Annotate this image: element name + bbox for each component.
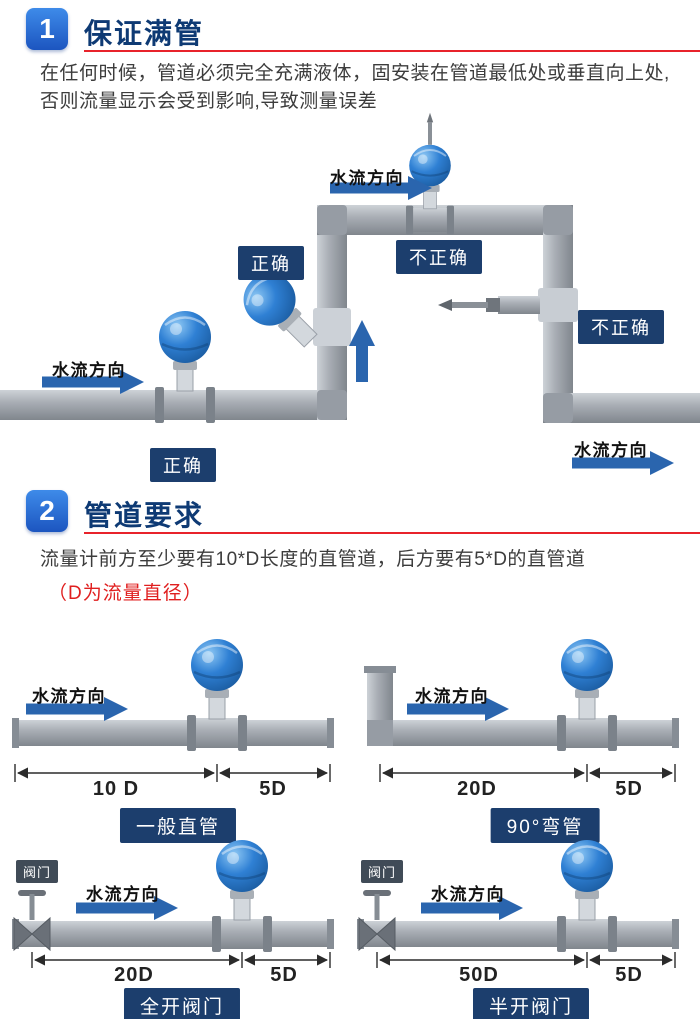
section2-underline bbox=[84, 532, 700, 534]
diagram-caption: 90°弯管 bbox=[490, 808, 600, 843]
status-tag-correct-angled: 正确 bbox=[238, 246, 304, 280]
flow-direction-label: 水流方向 bbox=[415, 687, 489, 706]
pipe bbox=[357, 919, 679, 949]
upstream-length-label: 20D bbox=[457, 778, 497, 800]
section2-number-badge: 2 bbox=[26, 490, 68, 532]
status-tag-incorrect-right: 不正确 bbox=[578, 310, 664, 344]
section1-number: 1 bbox=[39, 13, 55, 44]
status-tag-correct-bottom: 正确 bbox=[150, 448, 216, 482]
insertion-sensor-icon-right bbox=[438, 288, 578, 322]
status-tag-incorrect-top: 不正确 bbox=[396, 240, 482, 274]
section1-underline bbox=[84, 50, 700, 52]
flow-direction-label: 水流方向 bbox=[32, 687, 106, 706]
section2-description: 流量计前方至少要有10*D长度的直管道，后方要有5*D的直管道 bbox=[40, 549, 586, 570]
section1-title: 保证满管 bbox=[84, 18, 205, 49]
section2-number: 2 bbox=[39, 495, 55, 526]
section1-description: 在任何时候，管道必须完全充满液体，固安装在管道最低处或垂直向上处,否则流量显示会… bbox=[40, 63, 670, 112]
section1-number-badge: 1 bbox=[26, 8, 68, 50]
flow-direction-label: 水流方向 bbox=[431, 885, 505, 904]
downstream-length-label: 5D bbox=[259, 778, 287, 800]
dimension-lines bbox=[14, 764, 331, 782]
diagram-caption: 一般直管 bbox=[119, 808, 237, 843]
upstream-length-label: 50D bbox=[459, 964, 499, 986]
valve-pipe-svg bbox=[357, 838, 679, 968]
section2-title: 管道要求 bbox=[84, 500, 205, 531]
diagram-half-open-valve: 阀门 水流方向 50D 5D 半开阀门 bbox=[355, 838, 690, 1019]
downstream-length-label: 5D bbox=[615, 778, 643, 800]
section2-note: （D为流量直径） bbox=[48, 583, 203, 604]
valve-label: 阀门 bbox=[361, 860, 404, 883]
valve-label: 阀门 bbox=[16, 860, 59, 883]
flow-direction-label: 水流方向 bbox=[86, 885, 160, 904]
full-pipe-diagram: 水流方向 水流方向 水流方向 正确 不正确 不正确 正确 bbox=[0, 112, 700, 482]
pipe bbox=[12, 718, 334, 748]
valve-pipe-svg bbox=[12, 838, 334, 968]
dimension-lines bbox=[379, 764, 676, 782]
pipe-installation-svg bbox=[0, 112, 700, 475]
diagram-caption: 全开阀门 bbox=[123, 988, 241, 1019]
downstream-length-label: 5D bbox=[615, 964, 643, 986]
diagram-caption: 半开阀门 bbox=[472, 988, 590, 1019]
turbine-flowmeter-icon-top bbox=[404, 112, 456, 236]
pipe bbox=[12, 919, 334, 949]
diagram-straight-pipe: 水流方向 10 D 5D 一般直管 bbox=[10, 628, 345, 843]
downstream-length-label: 5D bbox=[270, 964, 298, 986]
turbine-flowmeter-icon bbox=[210, 838, 274, 954]
flow-direction-label-top: 水流方向 bbox=[330, 169, 404, 188]
straight-pipe-svg bbox=[12, 637, 334, 782]
dimension-lines bbox=[376, 952, 676, 968]
diagram-90-degree-bend: 水流方向 20D 5D 90°弯管 bbox=[355, 628, 690, 843]
diagram-open-valve: 阀门 水流方向 20D 5D 全开阀门 bbox=[10, 838, 345, 1019]
turbine-flowmeter-icon bbox=[555, 637, 619, 753]
pipe bbox=[364, 666, 679, 748]
upstream-length-label: 10 D bbox=[92, 778, 140, 800]
upstream-length-label: 20D bbox=[114, 964, 154, 986]
bend-pipe-svg bbox=[364, 637, 679, 782]
section2-header: 2 管道要求 bbox=[26, 490, 700, 536]
flow-arrow-icon-up bbox=[349, 320, 375, 382]
turbine-flowmeter-icon bbox=[185, 637, 249, 753]
dimension-lines bbox=[31, 952, 331, 968]
section1-header: 1 保证满管 bbox=[26, 8, 700, 54]
flow-direction-label-left: 水流方向 bbox=[52, 361, 126, 380]
flow-direction-label-right: 水流方向 bbox=[574, 441, 648, 460]
turbine-flowmeter-icon bbox=[555, 838, 619, 954]
pipe-coupling bbox=[313, 308, 351, 346]
turbine-flowmeter-icon-bottom bbox=[153, 309, 217, 425]
